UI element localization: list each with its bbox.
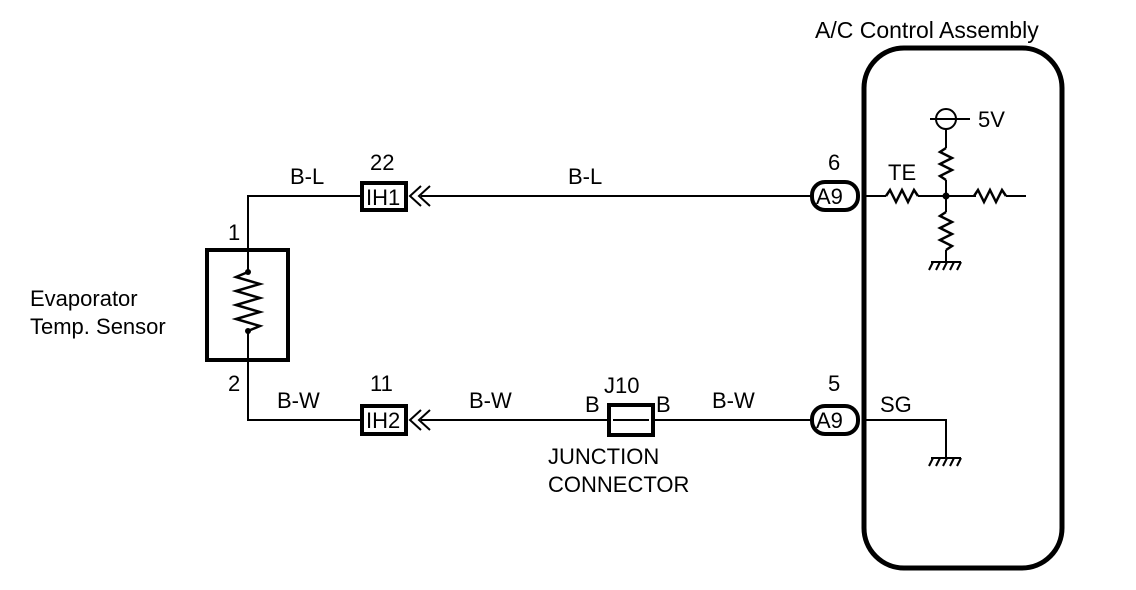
- sensor-name-line2: Temp. Sensor: [30, 314, 166, 339]
- supply-5v-icon: [930, 108, 970, 130]
- ecu-connector-a9-bottom: A9: [810, 404, 860, 436]
- junction-label-line1: JUNCTION: [548, 444, 659, 469]
- wire-b-w-sensor: [247, 360, 362, 421]
- ecu-connector-a9-bottom-label: A9: [816, 408, 843, 433]
- connector-ih2-label: IH2: [366, 408, 400, 433]
- ecu-connector-a9-top-label: A9: [816, 184, 843, 209]
- connector-ih2: IH2: [360, 404, 431, 436]
- wire-label-b-w-left: B-W: [277, 388, 320, 413]
- connector-ih1: IH1: [360, 181, 431, 212]
- junction-label-line2: CONNECTOR: [548, 472, 689, 497]
- connector-ih1-label: IH1: [366, 185, 400, 210]
- connector-ih2-chevron-icon: [408, 409, 422, 431]
- ground-icon-bottom: [928, 457, 962, 467]
- supply-5v-label: 5V: [978, 107, 1005, 132]
- pullup-resistor-icon: [937, 146, 955, 182]
- junction-pin-left: B: [585, 392, 600, 417]
- wire-b-l-sensor: [247, 195, 362, 250]
- wire-label-b-w-mid: B-W: [469, 388, 512, 413]
- terminal-te: TE: [888, 160, 916, 185]
- connector-ih2-pin: 11: [370, 371, 393, 396]
- wire-label-b-l-left: B-L: [290, 164, 324, 189]
- ac-control-assembly-box: [861, 45, 1065, 571]
- ecu-connector-a9-top: A9: [810, 180, 860, 212]
- sensor-pin-1: 1: [228, 220, 240, 245]
- ecu-pin-5: 5: [828, 371, 840, 396]
- sensor-pin-2: 2: [228, 371, 240, 396]
- junction-id: J10: [604, 373, 639, 398]
- junction-pin-right: B: [656, 392, 671, 417]
- wire-label-b-l-right: B-L: [568, 164, 602, 189]
- terminal-sg: SG: [880, 392, 912, 417]
- sensor-resistor-icon: [231, 270, 265, 333]
- connector-ih1-pin: 22: [370, 150, 394, 175]
- assembly-title: A/C Control Assembly: [815, 17, 1039, 43]
- ground-icon-top: [928, 261, 962, 271]
- junction-connector-j10: [607, 403, 655, 437]
- pulldown-resistor-icon: [937, 210, 955, 252]
- connector-ih1-chevron-icon: [408, 185, 422, 207]
- ecu-pin-6: 6: [828, 150, 840, 175]
- wire-label-b-w-right: B-W: [712, 388, 755, 413]
- evaporator-temp-sensor: [205, 248, 290, 362]
- te-resistor-icon: [884, 187, 920, 205]
- sensor-name-line1: Evaporator: [30, 286, 138, 311]
